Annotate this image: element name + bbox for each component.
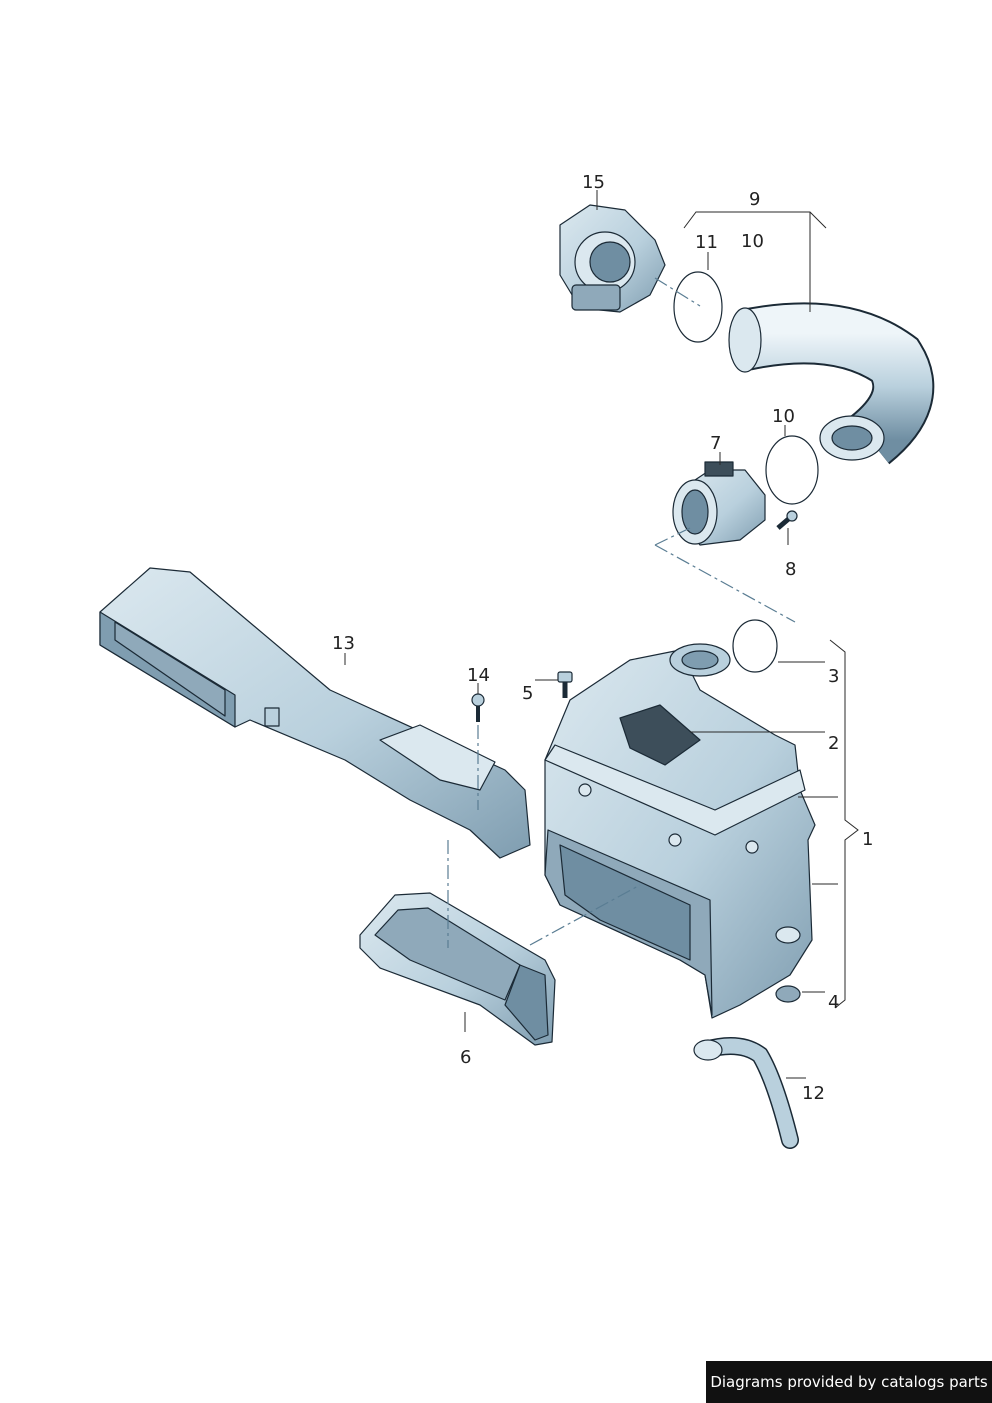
throttle-body-part-15: [559, 204, 666, 313]
callout-6: 6: [460, 1047, 471, 1068]
bolt-part-5: [557, 671, 573, 698]
intake-hose-part-9: [728, 302, 935, 465]
callout-2: 2: [828, 733, 839, 754]
callout-labels: 1 2 3 4 5 6 7 8 9 10 10 11 12 13 14 15: [332, 172, 873, 1104]
air-mass-meter-part-7: [672, 461, 766, 546]
callout-1: 1: [862, 829, 873, 850]
callout-10-lower: 10: [772, 406, 795, 427]
intake-duct-part-13: [99, 567, 531, 859]
hose-clamp-part-10: [765, 435, 819, 505]
seal-ring-part-3: [732, 619, 778, 673]
callout-13: 13: [332, 633, 355, 654]
callout-5: 5: [522, 683, 533, 704]
connector-part-6: [359, 892, 556, 1046]
callout-8: 8: [785, 559, 796, 580]
callout-4: 4: [828, 992, 839, 1013]
attribution-banner: Diagrams provided by catalogs parts: [706, 1361, 992, 1403]
housing-bolts: [578, 783, 759, 854]
grommet-part-4: [775, 985, 801, 1003]
callout-12: 12: [802, 1083, 825, 1104]
callout-15: 15: [582, 172, 605, 193]
hose-clamp-part-11: [673, 271, 723, 343]
leader-lines: [344, 190, 859, 1079]
attribution-text: Diagrams provided by catalogs parts: [710, 1373, 988, 1391]
air-filter-housing-part-1: [544, 643, 816, 1019]
assembly-lines: [447, 277, 796, 948]
screw-part-14: [471, 693, 485, 722]
callout-7: 7: [710, 433, 721, 454]
screw-part-8: [776, 510, 798, 530]
callout-14: 14: [467, 665, 490, 686]
callout-10-top: 10: [741, 231, 764, 252]
callout-9: 9: [749, 189, 760, 210]
callout-11: 11: [695, 232, 718, 253]
drain-hose-part-12: [693, 1037, 799, 1149]
callout-3: 3: [828, 666, 839, 687]
